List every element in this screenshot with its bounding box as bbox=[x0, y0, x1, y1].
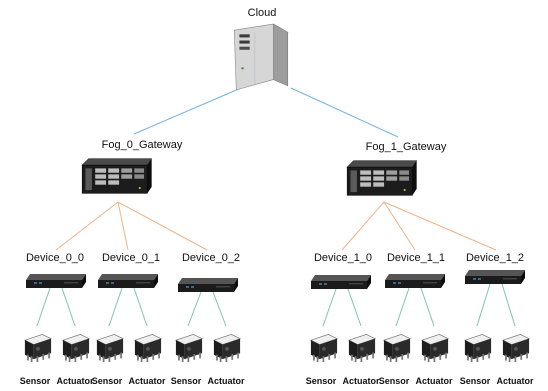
gateway-device-link bbox=[383, 201, 416, 251]
actuator-icon bbox=[213, 333, 241, 362]
cloud-gateway-link bbox=[290, 87, 399, 138]
cloud-gateway-link bbox=[133, 87, 242, 135]
device-label: Device_1_2 bbox=[466, 252, 524, 264]
cloud-label: Cloud bbox=[248, 7, 277, 19]
actuator-label: Actuator bbox=[128, 376, 165, 386]
gateway-label: Fog_1_Gateway bbox=[366, 141, 447, 153]
sensor-icon bbox=[464, 333, 492, 362]
device-sensor-link bbox=[108, 287, 123, 327]
gateway-label: Fog_0_Gateway bbox=[102, 139, 183, 151]
sensor-icon bbox=[383, 333, 411, 362]
sensor-label: Sensor bbox=[460, 376, 491, 386]
device-actuator-link bbox=[420, 287, 435, 327]
sensor-icon bbox=[310, 333, 338, 362]
network-device-icon bbox=[98, 274, 158, 288]
device-label: Device_1_0 bbox=[314, 252, 372, 264]
device-label: Device_0_0 bbox=[26, 252, 84, 264]
gateway-device-link bbox=[117, 201, 129, 251]
rack-server-icon bbox=[81, 158, 153, 194]
device-actuator-link bbox=[61, 287, 76, 327]
connection-links bbox=[36, 87, 516, 327]
network-device-icon bbox=[311, 275, 371, 289]
actuator-icon bbox=[421, 333, 449, 362]
gateway-device-link bbox=[383, 201, 497, 251]
server-tower-icon bbox=[233, 23, 289, 91]
device-actuator-link bbox=[133, 287, 148, 327]
gateway-device-link bbox=[55, 201, 119, 251]
actuator-label: Actuator bbox=[496, 376, 533, 386]
device-sensor-link bbox=[395, 287, 410, 327]
sensor-label: Sensor bbox=[171, 376, 202, 386]
actuator-label: Actuator bbox=[342, 376, 379, 386]
sensor-label: Sensor bbox=[306, 376, 337, 386]
sensor-label: Sensor bbox=[379, 376, 410, 386]
sensor-icon bbox=[24, 333, 52, 362]
actuator-icon bbox=[134, 333, 162, 362]
network-device-icon bbox=[465, 270, 525, 284]
rack-server-icon bbox=[346, 160, 418, 196]
device-actuator-link bbox=[347, 288, 362, 327]
network-device-icon bbox=[178, 278, 238, 292]
network-device-icon bbox=[26, 274, 86, 288]
device-sensor-link bbox=[476, 283, 491, 327]
device-label: Device_0_2 bbox=[182, 252, 240, 264]
network-device-icon bbox=[385, 274, 445, 288]
sensor-icon bbox=[96, 333, 124, 362]
device-label: Device_1_1 bbox=[387, 252, 445, 264]
device-actuator-link bbox=[501, 283, 516, 327]
actuator-icon bbox=[62, 333, 90, 362]
gateway-device-link bbox=[117, 201, 208, 251]
actuator-icon bbox=[348, 333, 376, 362]
sensor-label: Sensor bbox=[92, 376, 123, 386]
actuator-label: Actuator bbox=[56, 376, 93, 386]
device-actuator-link bbox=[212, 291, 227, 327]
actuator-label: Actuator bbox=[415, 376, 452, 386]
device-sensor-link bbox=[36, 287, 51, 327]
device-sensor-link bbox=[322, 288, 337, 327]
device-label: Device_0_1 bbox=[102, 252, 160, 264]
actuator-label: Actuator bbox=[207, 376, 244, 386]
actuator-icon bbox=[502, 333, 530, 362]
gateway-device-link bbox=[341, 201, 385, 251]
device-sensor-link bbox=[187, 291, 202, 327]
sensor-label: Sensor bbox=[20, 376, 51, 386]
sensor-icon bbox=[175, 333, 203, 362]
